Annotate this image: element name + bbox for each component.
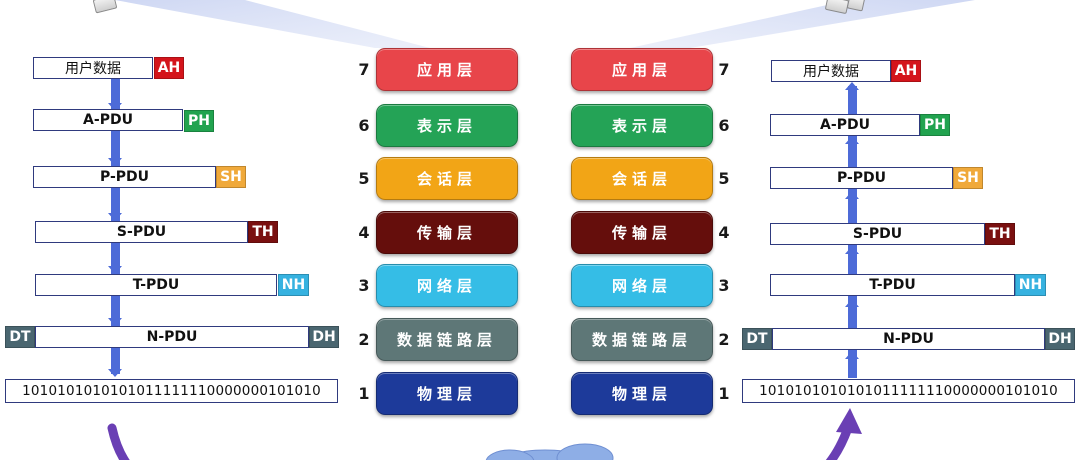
receiver-layer-number: 4 <box>718 223 730 242</box>
receiver-layer-1-button: 物理层 <box>571 372 713 415</box>
sender-layer-5-button: 会话层 <box>376 157 518 200</box>
receiver-tpdu: T-PDU <box>770 274 1015 296</box>
receiver-layer-number: 2 <box>718 330 730 349</box>
receiver-npdu: N-PDU <box>772 328 1045 350</box>
sender-layer-6-button: 表示层 <box>376 104 518 147</box>
down-arrow-icon <box>108 158 122 166</box>
receive-curve-arrowhead <box>836 408 862 434</box>
sender-ph-header: PH <box>184 110 214 132</box>
receiver-layer-5-button: 会话层 <box>571 157 713 200</box>
right-light-beam <box>630 0 975 48</box>
up-arrow-icon <box>845 136 859 144</box>
send-curve <box>107 423 130 460</box>
receiver-layer-number: 1 <box>718 384 730 403</box>
receiver-layer-number: 7 <box>718 60 730 79</box>
sender-dh-header: DH <box>309 326 339 348</box>
sender-layer-number: 7 <box>358 60 370 79</box>
sender-layer-number: 1 <box>358 384 370 403</box>
sender-th-header: TH <box>248 221 278 243</box>
up-arrow-icon <box>845 191 859 199</box>
receiver-user-data: 用户数据 <box>771 60 891 82</box>
receiver-th-header: TH <box>985 223 1015 245</box>
cloud-icon <box>485 443 614 460</box>
sender-user-data: 用户数据 <box>33 57 153 79</box>
down-arrow-icon <box>108 318 122 326</box>
receive-curve <box>825 423 853 460</box>
down-arrow-icon <box>108 266 122 274</box>
receiver-sh-header: SH <box>953 167 983 189</box>
up-arrow-icon <box>845 82 859 90</box>
sender-bitstream: 1010101010101011111110000000101010 <box>5 379 338 403</box>
sender-nh-header: NH <box>278 274 309 296</box>
sender-tpdu: T-PDU <box>35 274 277 296</box>
receiver-dh-header: DH <box>1045 328 1075 350</box>
receiver-layer-number: 3 <box>718 276 730 295</box>
sender-layer-3-button: 网络层 <box>376 264 518 307</box>
sender-spdu: S-PDU <box>35 221 248 243</box>
receiver-layer-6-button: 表示层 <box>571 104 713 147</box>
sender-layer-number: 2 <box>358 330 370 349</box>
sender-ppdu: P-PDU <box>33 166 216 188</box>
receiver-layer-4-button: 传输层 <box>571 211 713 254</box>
receiver-layer-7-button: 应用层 <box>571 48 713 91</box>
sender-layer-number: 5 <box>358 169 370 188</box>
up-arrow-icon <box>845 246 859 254</box>
receiver-nh-header: NH <box>1015 274 1046 296</box>
sender-apdu: A-PDU <box>33 109 183 131</box>
receiver-layer-number: 6 <box>718 116 730 135</box>
receiver-dt-trailer: DT <box>742 328 772 350</box>
sender-dt-trailer: DT <box>5 326 35 348</box>
receiver-spdu: S-PDU <box>770 223 985 245</box>
receiver-ppdu: P-PDU <box>770 167 953 189</box>
down-arrow-icon <box>108 369 122 377</box>
receiver-ph-header: PH <box>920 114 950 136</box>
receiver-layer-number: 5 <box>718 169 730 188</box>
up-arrow-icon <box>845 351 859 359</box>
down-arrow-icon <box>108 213 122 221</box>
receiver-apdu: A-PDU <box>770 114 920 136</box>
sender-layer-number: 6 <box>358 116 370 135</box>
sender-sh-header: SH <box>216 166 246 188</box>
receiver-ah-header: AH <box>891 60 921 82</box>
sender-layer-2-button: 数据链路层 <box>376 318 518 361</box>
receiver-bitstream: 1010101010101011111110000000101010 <box>742 379 1075 403</box>
sender-layer-1-button: 物理层 <box>376 372 518 415</box>
receiver-layer-3-button: 网络层 <box>571 264 713 307</box>
sender-npdu: N-PDU <box>35 326 309 348</box>
up-arrow-icon <box>845 299 859 307</box>
sender-layer-7-button: 应用层 <box>376 48 518 91</box>
left-light-beam <box>115 0 430 48</box>
sender-layer-number: 3 <box>358 276 370 295</box>
down-arrow-icon <box>108 103 122 111</box>
sender-ah-header: AH <box>154 57 184 79</box>
sender-layer-number: 4 <box>358 223 370 242</box>
receiver-layer-2-button: 数据链路层 <box>571 318 713 361</box>
sender-layer-4-button: 传输层 <box>376 211 518 254</box>
